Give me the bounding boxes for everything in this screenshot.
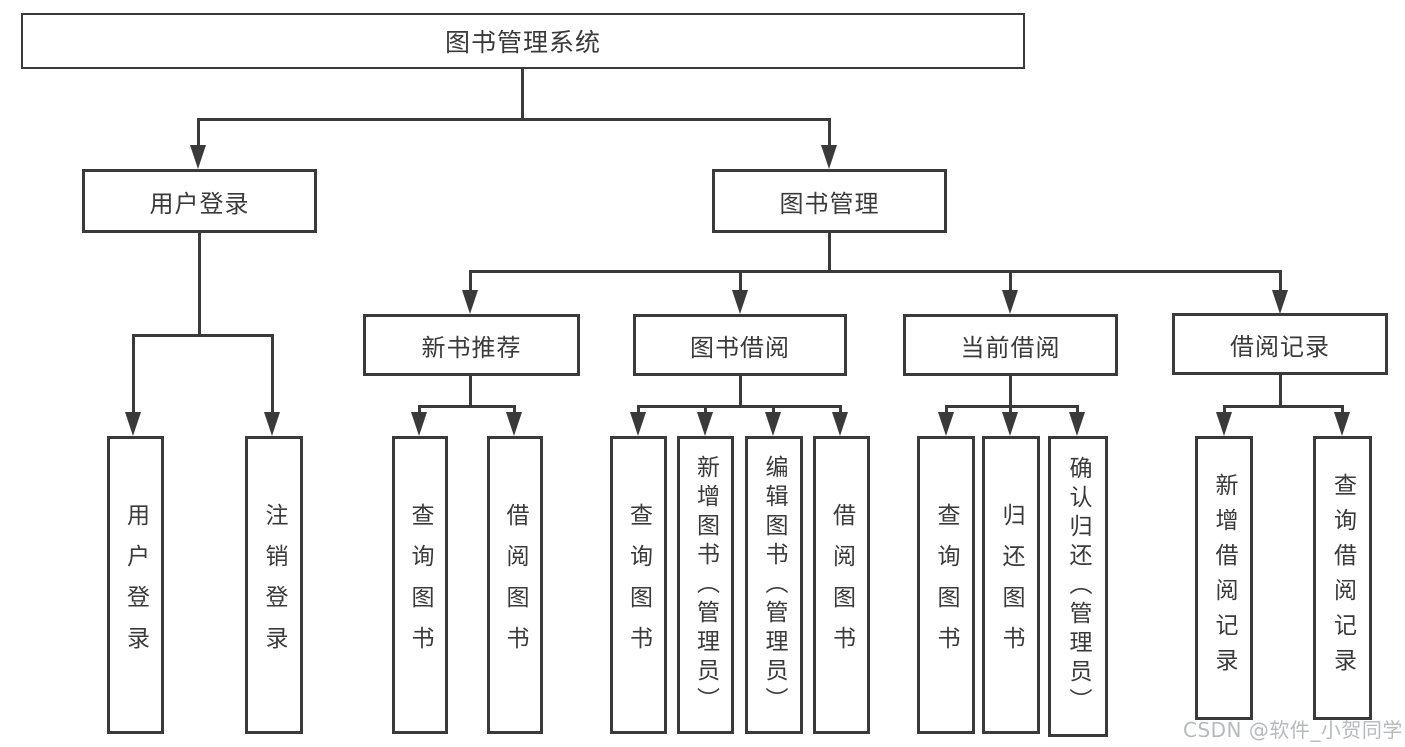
arrow-down-icon xyxy=(125,412,141,436)
connector-vline xyxy=(1223,405,1226,415)
leaf-edit-books-admin: 编辑图书（管理员） xyxy=(745,436,803,734)
arrow-down-icon xyxy=(264,412,280,436)
leaf-user-login: 用户登录 xyxy=(107,436,164,734)
connector-vline xyxy=(1279,270,1282,292)
arrow-down-icon xyxy=(411,412,427,436)
connector-hline xyxy=(197,118,831,121)
connector-vline xyxy=(828,118,831,147)
leaf-label: 查询图书 xyxy=(407,503,433,667)
leaf-label: 查询借阅记录 xyxy=(1329,473,1356,683)
arrow-down-icon xyxy=(1334,412,1350,436)
node-borrow-records: 借阅记录 xyxy=(1172,313,1388,375)
node-library-management-system: 图书管理系统 xyxy=(21,13,1025,69)
connector-hline xyxy=(418,405,516,408)
leaf-borrow-books: 借阅图书 xyxy=(813,436,870,734)
leaf-return-books: 归还图书 xyxy=(982,436,1040,734)
connector-vline xyxy=(521,69,524,120)
leaf-label: 确认归还（管理员） xyxy=(1065,456,1091,717)
node-label: 用户登录 xyxy=(149,189,250,218)
connector-vline xyxy=(132,334,135,414)
leaf-label: 借阅图书 xyxy=(828,503,855,667)
leaf-add-books-admin: 新增图书（管理员） xyxy=(677,436,734,734)
connector-vline xyxy=(418,405,421,415)
arrow-down-icon xyxy=(832,412,848,436)
arrow-down-icon xyxy=(630,412,646,436)
connector-hline xyxy=(1223,405,1343,408)
connector-vline xyxy=(1009,376,1012,407)
arrow-down-icon xyxy=(765,412,781,436)
node-label: 当前借阅 xyxy=(960,333,1061,362)
leaf-label: 查询图书 xyxy=(933,503,959,667)
connector-vline xyxy=(513,405,516,415)
connector-vline xyxy=(704,405,707,415)
leaf-query-books-borrow: 查询图书 xyxy=(610,436,667,734)
connector-vline xyxy=(839,405,842,415)
node-label: 图书管理系统 xyxy=(444,28,601,57)
arrow-down-icon xyxy=(1272,290,1288,314)
connector-vline xyxy=(637,405,640,415)
leaf-logout: 注销登录 xyxy=(245,436,303,734)
arrow-down-icon xyxy=(821,145,837,169)
leaf-label: 借阅图书 xyxy=(502,503,528,667)
connector-vline xyxy=(1341,405,1344,415)
leaf-query-books-newbooks: 查询图书 xyxy=(392,436,448,734)
arrow-down-icon xyxy=(462,290,478,314)
leaf-query-books-current: 查询图书 xyxy=(917,436,975,734)
connector-vline xyxy=(739,270,742,292)
connector-vline xyxy=(271,334,274,414)
node-label: 图书管理 xyxy=(779,189,880,218)
leaf-label: 注销登录 xyxy=(261,503,287,667)
csdn-watermark: CSDN @软件_小贺同学 xyxy=(1183,718,1403,742)
leaf-query-borrow-record: 查询借阅记录 xyxy=(1313,436,1372,720)
node-label: 图书借阅 xyxy=(690,333,790,362)
connector-vline xyxy=(1009,270,1012,292)
node-book-borrow: 图书借阅 xyxy=(633,314,847,376)
arrow-down-icon xyxy=(190,145,206,169)
node-new-book-recommend: 新书推荐 xyxy=(363,314,580,376)
arrow-down-icon xyxy=(1002,412,1018,436)
node-label: 借阅记录 xyxy=(1230,332,1330,361)
arrow-down-icon xyxy=(938,412,954,436)
leaf-label: 新增图书（管理员） xyxy=(692,454,719,716)
connector-vline xyxy=(739,376,742,407)
arrow-down-icon xyxy=(1002,290,1018,314)
leaf-borrow-books-newbooks: 借阅图书 xyxy=(487,436,543,734)
node-label: 新书推荐 xyxy=(421,333,522,362)
leaf-label: 编辑图书（管理员） xyxy=(761,454,787,716)
connector-vline xyxy=(1076,405,1079,415)
connector-vline xyxy=(945,405,948,415)
arrow-down-icon xyxy=(732,290,748,314)
node-user-login: 用户登录 xyxy=(82,169,317,233)
connector-hline xyxy=(132,334,274,337)
arrow-down-icon xyxy=(697,412,713,436)
leaf-label: 归还图书 xyxy=(998,503,1024,667)
connector-vline xyxy=(469,270,472,292)
arrow-down-icon xyxy=(1216,412,1232,436)
connector-vline xyxy=(1279,375,1282,407)
connector-vline xyxy=(197,118,200,147)
node-current-borrow: 当前借阅 xyxy=(903,314,1118,376)
arrow-down-icon xyxy=(1069,412,1085,436)
connector-hline xyxy=(469,270,1282,273)
node-book-management: 图书管理 xyxy=(712,169,947,233)
leaf-label: 新增借阅记录 xyxy=(1211,473,1237,683)
connector-vline xyxy=(469,376,472,407)
leaf-confirm-return-admin: 确认归还（管理员） xyxy=(1048,436,1108,737)
leaf-add-borrow-record: 新增借阅记录 xyxy=(1195,436,1253,720)
connector-vline xyxy=(1009,405,1012,415)
arrow-down-icon xyxy=(506,412,522,436)
connector-vline xyxy=(772,405,775,415)
leaf-label: 用户登录 xyxy=(122,503,149,667)
connector-vline xyxy=(828,233,831,273)
connector-hline xyxy=(637,405,842,408)
connector-vline xyxy=(198,233,201,337)
leaf-label: 查询图书 xyxy=(625,503,652,667)
